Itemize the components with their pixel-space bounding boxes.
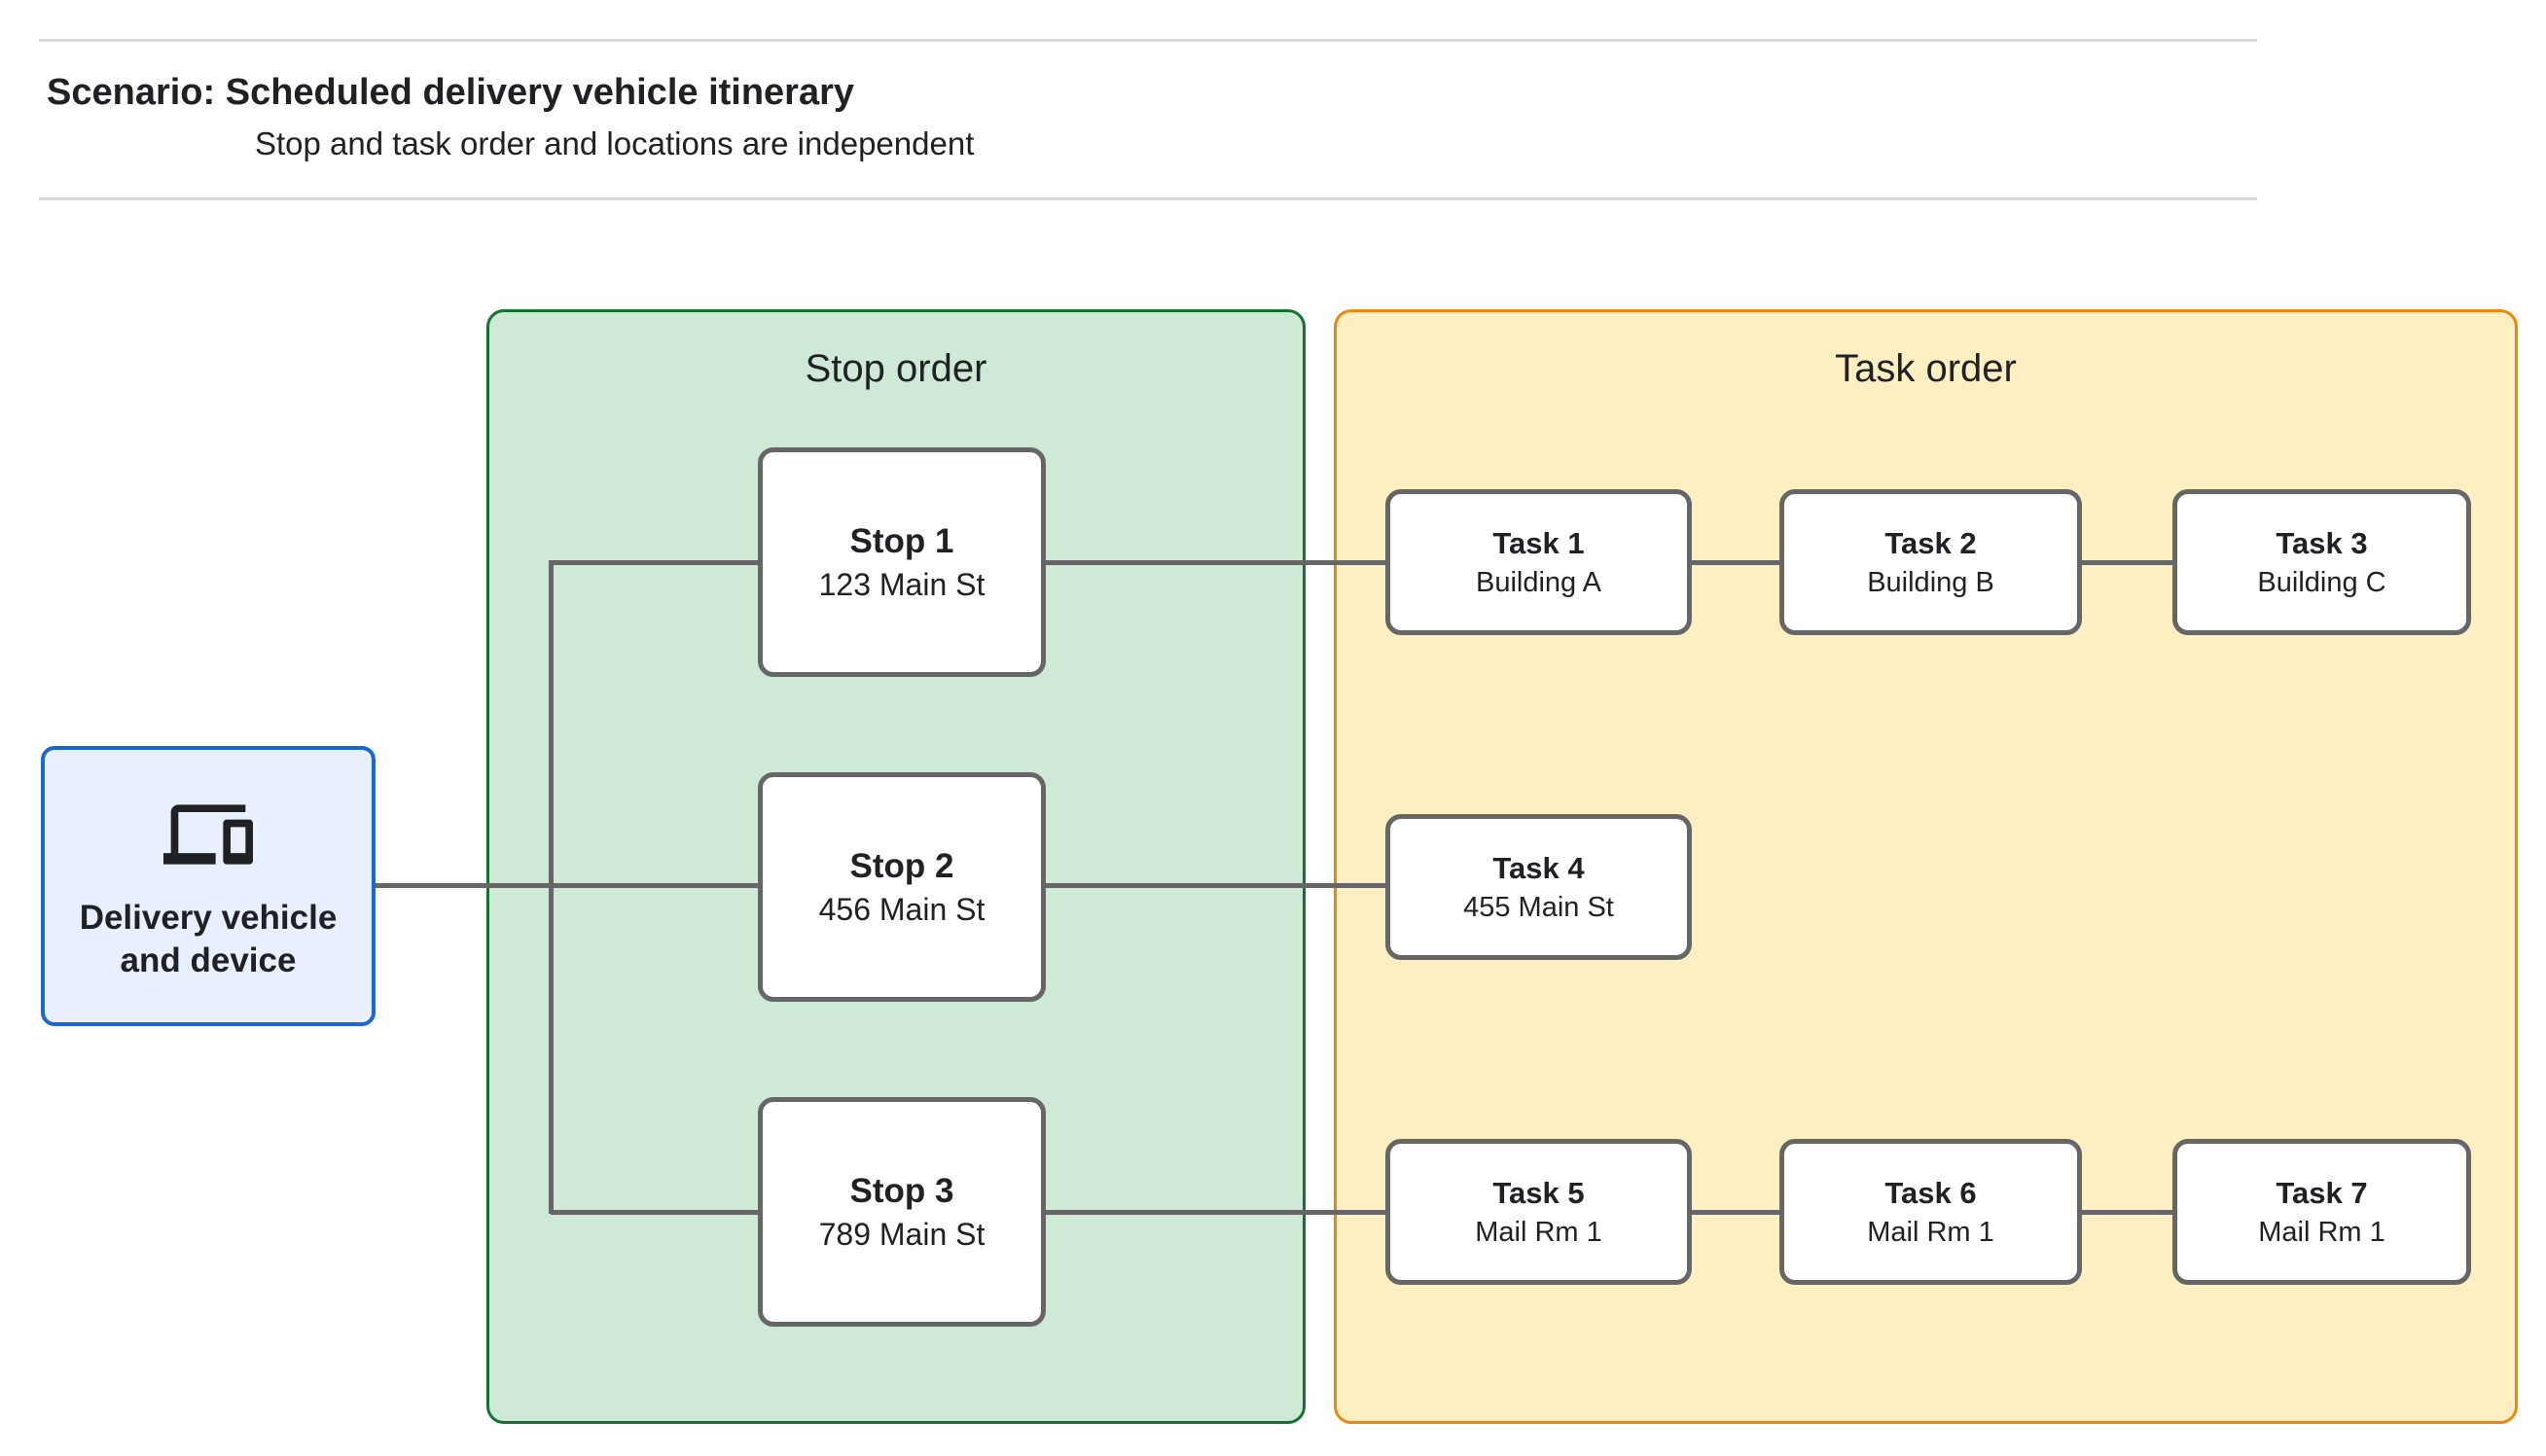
node-task-7: Task 7 Mail Rm 1 [2172, 1139, 2471, 1285]
source-node-label: Delivery vehicle and device [80, 897, 338, 982]
page-title: Scenario: Scheduled delivery vehicle iti… [47, 72, 855, 113]
node-title: Task 7 [2276, 1176, 2368, 1210]
node-title: Stop 2 [849, 847, 954, 885]
connector-trunk-to-stop1 [551, 560, 758, 565]
connector-task2-to-task3 [2082, 560, 2172, 565]
node-task-2: Task 2 Building B [1779, 489, 2082, 635]
node-subtitle: 789 Main St [818, 1217, 986, 1252]
node-subtitle: 455 Main St [1463, 892, 1614, 923]
node-title: Stop 1 [849, 522, 954, 560]
node-task-4: Task 4 455 Main St [1385, 814, 1692, 960]
node-title: Task 3 [2276, 526, 2368, 560]
panel-title-stop-order: Stop order [805, 347, 987, 390]
node-title: Task 1 [1492, 526, 1585, 560]
node-subtitle: 123 Main St [818, 567, 986, 602]
node-subtitle: Building C [2257, 567, 2386, 598]
devices-icon [163, 804, 253, 865]
source-label-line1: Delivery vehicle [79, 899, 338, 937]
connector-trunk-vertical [549, 560, 554, 1214]
node-subtitle: Mail Rm 1 [1867, 1217, 1994, 1248]
panel-title-task-order: Task order [1835, 347, 2017, 390]
node-task-3: Task 3 Building C [2172, 489, 2471, 635]
connector-stop1-to-task1 [1046, 560, 1385, 565]
connector-trunk-to-stop3 [551, 1210, 758, 1215]
node-subtitle: Building A [1476, 567, 1601, 598]
delivery-vehicle-node: Delivery vehicle and device [41, 746, 376, 1026]
node-title: Task 6 [1884, 1176, 1977, 1210]
node-stop-3: Stop 3 789 Main St [758, 1097, 1046, 1327]
connector-stop3-to-task5 [1046, 1210, 1385, 1215]
connector-task5-to-task6 [1692, 1210, 1779, 1215]
node-subtitle: Mail Rm 1 [1475, 1217, 1602, 1248]
connector-task1-to-task2 [1692, 560, 1779, 565]
page-subtitle: Stop and task order and locations are in… [255, 125, 975, 161]
node-task-6: Task 6 Mail Rm 1 [1779, 1139, 2082, 1285]
node-subtitle: 456 Main St [818, 892, 986, 927]
source-label-line2: and device [120, 941, 297, 979]
node-title: Task 5 [1492, 1176, 1585, 1210]
node-task-1: Task 1 Building A [1385, 489, 1692, 635]
node-subtitle: Building B [1867, 567, 1994, 598]
divider-bottom [39, 197, 2257, 200]
node-title: Task 4 [1492, 851, 1585, 885]
node-task-5: Task 5 Mail Rm 1 [1385, 1139, 1692, 1285]
divider-top [39, 39, 2257, 42]
node-stop-2: Stop 2 456 Main St [758, 772, 1046, 1002]
connector-stop2-to-task4 [1046, 883, 1385, 888]
node-stop-1: Stop 1 123 Main St [758, 447, 1046, 677]
connector-source-to-stop2 [376, 883, 758, 888]
node-title: Stop 3 [849, 1172, 954, 1210]
node-subtitle: Mail Rm 1 [2258, 1217, 2385, 1248]
node-title: Task 2 [1884, 526, 1977, 560]
connector-task6-to-task7 [2082, 1210, 2172, 1215]
